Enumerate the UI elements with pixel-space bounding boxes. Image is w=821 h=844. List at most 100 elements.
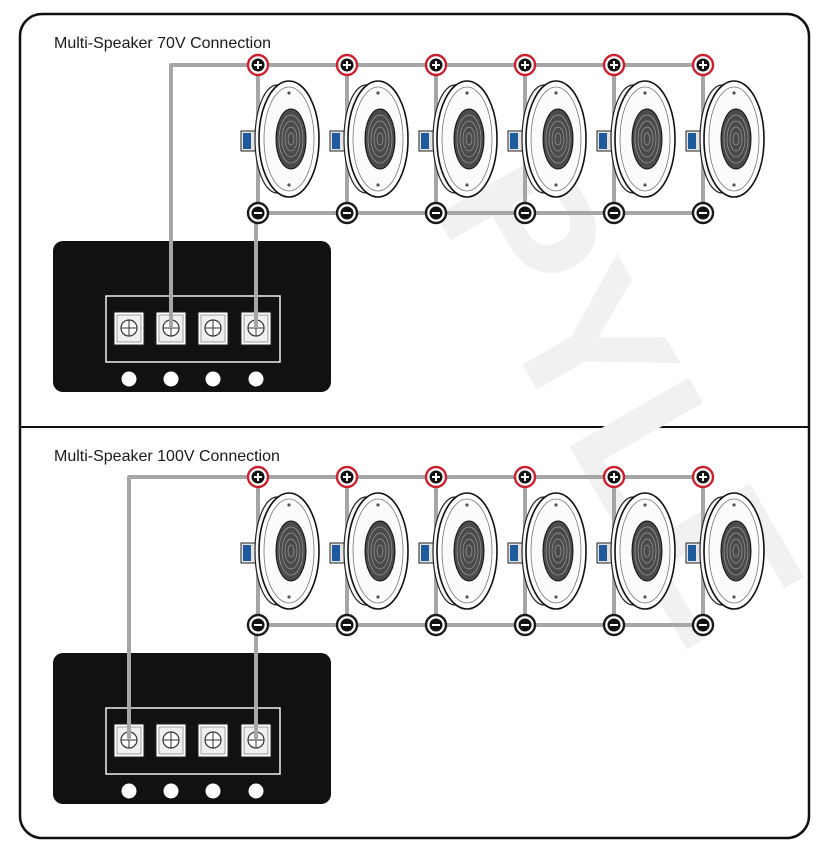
speaker-cone-ring [643, 544, 651, 558]
speaker-cone [720, 520, 752, 582]
speaker-cone-ring [548, 532, 568, 570]
speaker-cone-ring [732, 544, 740, 558]
speaker-terminal-block [688, 545, 696, 561]
speaker-screw [465, 595, 469, 599]
section-70v [53, 53, 765, 392]
negative-terminal-icon [513, 201, 537, 225]
positive-terminal-icon [246, 53, 270, 77]
speaker-screw [376, 595, 380, 599]
polarity-marker-3 [205, 371, 221, 387]
positive-terminal-icon [513, 465, 537, 489]
speaker-cone [631, 520, 663, 582]
speaker-cone-ring [554, 544, 562, 558]
speaker-screw [465, 183, 469, 187]
speaker-cone-ring [284, 538, 298, 564]
speaker-cone-ring [287, 132, 295, 146]
speaker-cone [720, 108, 752, 170]
ceiling-speaker-6 [685, 492, 765, 610]
tap-wire-100V [127, 475, 258, 740]
amplifier-output-panel [53, 241, 331, 392]
screw-terminal-3 [197, 723, 229, 758]
ceiling-speaker-5 [596, 80, 676, 198]
speaker-cone-ring [545, 526, 571, 576]
positive-terminal-icon [691, 465, 715, 489]
ceiling-speaker-3 [418, 492, 498, 610]
speaker-cone-ring [367, 526, 393, 576]
speaker-cone-ring [637, 532, 657, 570]
negative-terminal-icon [424, 613, 448, 637]
speaker-terminal-block [599, 133, 607, 149]
speaker-cone-ring [367, 114, 393, 164]
speaker-terminal-block [510, 545, 518, 561]
screw-terminal-1 [113, 311, 145, 346]
polarity-marker-4 [248, 783, 264, 799]
speaker-terminal-block [332, 545, 340, 561]
speaker-cone [631, 108, 663, 170]
speaker-screw [554, 503, 558, 507]
speaker-screw [376, 91, 380, 95]
tap-wire-70V [169, 63, 258, 328]
speaker-screw [643, 595, 647, 599]
speaker-cone-ring [278, 526, 304, 576]
negative-terminal-icon [246, 613, 270, 637]
speaker-terminal-block [243, 545, 251, 561]
speaker-cone-ring [376, 132, 384, 146]
speaker-cone-ring [554, 132, 562, 146]
speaker-cone-ring [548, 120, 568, 158]
speaker-cone-ring [284, 126, 298, 152]
speaker-cone [275, 108, 307, 170]
polarity-dot [248, 371, 264, 387]
positive-terminal-icon [335, 53, 359, 77]
speaker-cone-ring [726, 532, 746, 570]
speaker-cone-ring [729, 538, 743, 564]
speaker-screw [554, 183, 558, 187]
speaker-terminal-block [510, 133, 518, 149]
positive-terminal-icon [691, 53, 715, 77]
speaker-screw [376, 503, 380, 507]
polarity-dot [121, 371, 137, 387]
speaker-cone-ring [640, 538, 654, 564]
section-title-100v: Multi-Speaker 100V Connection [54, 448, 280, 465]
negative-terminal-icon [335, 613, 359, 637]
screw-terminal-3 [197, 311, 229, 346]
speaker-screw [287, 183, 291, 187]
negative-terminal-icon [424, 201, 448, 225]
negative-terminal-icon [691, 201, 715, 225]
positive-terminal-icon [602, 53, 626, 77]
positive-terminal-icon [513, 53, 537, 77]
speaker-cone-ring [456, 114, 482, 164]
polarity-dot [248, 783, 264, 799]
speaker-cone [542, 520, 574, 582]
speaker-cone-ring [732, 132, 740, 146]
speaker-cone-ring [634, 114, 660, 164]
speaker-cone-ring [459, 120, 479, 158]
polarity-marker-2 [163, 783, 179, 799]
speaker-cone-ring [551, 126, 565, 152]
speaker-cone-ring [370, 120, 390, 158]
ceiling-speaker-1 [240, 492, 320, 610]
speaker-terminal-block [599, 545, 607, 561]
speaker-screw [376, 183, 380, 187]
negative-terminal-icon [691, 613, 715, 637]
speaker-screw [732, 91, 736, 95]
speaker-terminal-block [688, 133, 696, 149]
positive-terminal-icon [335, 465, 359, 489]
speaker-cone-ring [370, 532, 390, 570]
polarity-dot [121, 783, 137, 799]
speaker-cone-ring [462, 126, 476, 152]
speaker-terminal-block [243, 133, 251, 149]
speaker-screw [554, 595, 558, 599]
positive-terminal-icon [424, 465, 448, 489]
polarity-dot [163, 371, 179, 387]
speaker-cone [453, 108, 485, 170]
polarity-marker-2 [163, 371, 179, 387]
negative-terminal-icon [513, 613, 537, 637]
terminal-strip-outline [105, 707, 281, 775]
speaker-cone-ring [723, 114, 749, 164]
speaker-cone-ring [456, 526, 482, 576]
speaker-cone-ring [726, 120, 746, 158]
speaker-screw [465, 91, 469, 95]
ceiling-speaker-3 [418, 80, 498, 198]
ceiling-speaker-1 [240, 80, 320, 198]
polarity-dot [205, 371, 221, 387]
